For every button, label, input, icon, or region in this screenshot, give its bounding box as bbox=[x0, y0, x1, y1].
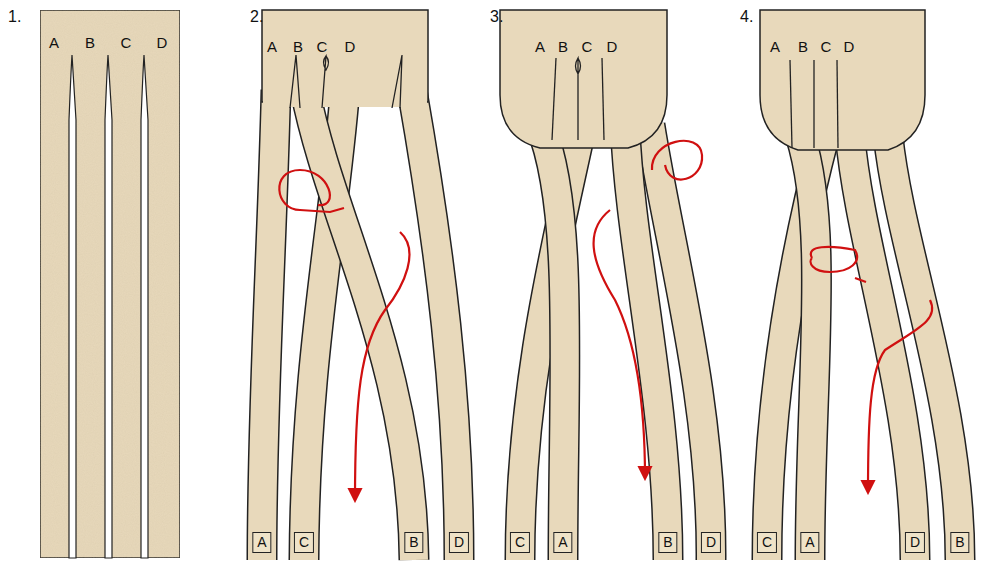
strip-top bbox=[262, 10, 428, 102]
strand-letter: B bbox=[558, 38, 568, 55]
strand-letter: C bbox=[317, 38, 328, 55]
strand-letter: A bbox=[535, 38, 545, 55]
slit-tops bbox=[552, 58, 604, 140]
step-number: 4. bbox=[740, 8, 753, 25]
strand-letter: C bbox=[121, 34, 132, 51]
strand-letter: A bbox=[252, 532, 271, 553]
step-number: 3. bbox=[490, 8, 503, 25]
strand-letter: A bbox=[267, 38, 277, 55]
slit-tops bbox=[290, 55, 402, 108]
strand-letter: D bbox=[607, 38, 618, 55]
strip-top bbox=[500, 10, 667, 148]
strand-letter: B bbox=[85, 34, 95, 51]
strand-letter: D bbox=[449, 532, 469, 553]
strand-letter: D bbox=[844, 38, 855, 55]
strand-letter: A bbox=[553, 532, 572, 553]
strand-letter: B bbox=[658, 532, 677, 553]
strand-letter: D bbox=[905, 532, 925, 553]
leather-strip bbox=[40, 10, 180, 558]
strand-letter: D bbox=[345, 38, 356, 55]
strand-letter: B bbox=[293, 38, 303, 55]
strand-letter: C bbox=[757, 532, 777, 553]
lacing-thread bbox=[811, 247, 933, 492]
slit-tops bbox=[790, 60, 838, 148]
strand-letter: C bbox=[582, 38, 593, 55]
strand-letter: C bbox=[821, 38, 832, 55]
strand-letter: A bbox=[800, 532, 819, 553]
strands bbox=[520, 125, 711, 560]
strand-letter: B bbox=[404, 532, 423, 553]
strands bbox=[262, 90, 459, 560]
strand-letter: A bbox=[770, 38, 780, 55]
strand-letter: B bbox=[798, 38, 808, 55]
step-number: 1. bbox=[8, 8, 21, 25]
strand-letter: C bbox=[294, 532, 314, 553]
strands bbox=[767, 135, 960, 560]
strip-join bbox=[263, 95, 427, 107]
lacing-thread bbox=[594, 141, 703, 478]
strand-letter: A bbox=[49, 34, 59, 51]
strand-letter: C bbox=[510, 532, 530, 553]
step-number: 2. bbox=[250, 8, 263, 25]
strand-letter: D bbox=[701, 532, 721, 553]
strand-letter: B bbox=[950, 532, 969, 553]
strand-letter: D bbox=[157, 34, 168, 51]
strip-top bbox=[760, 10, 925, 150]
slits bbox=[69, 55, 148, 558]
lacing-thread bbox=[279, 170, 409, 500]
